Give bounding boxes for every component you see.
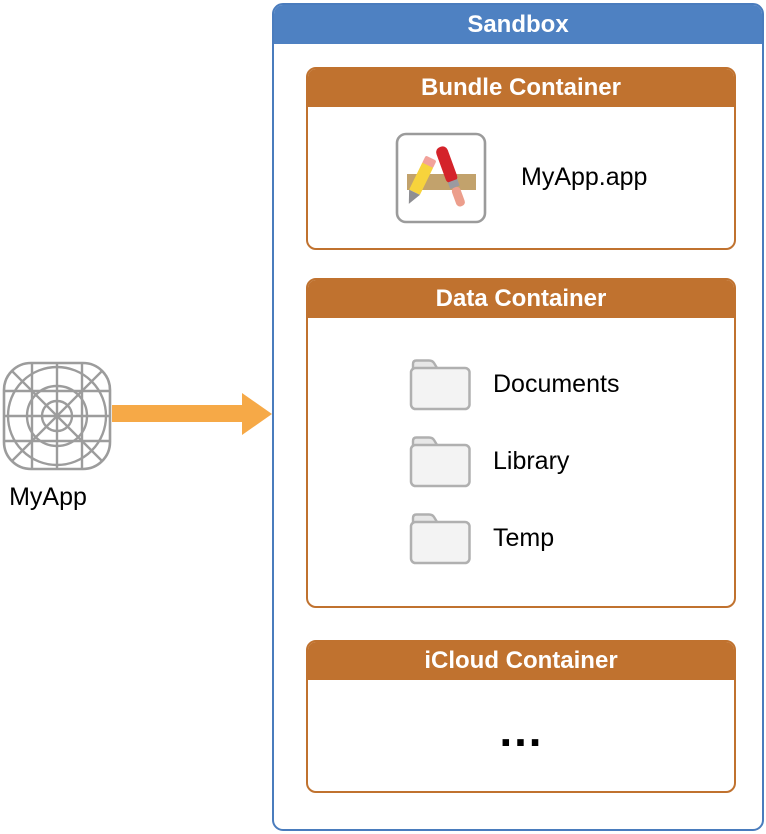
data-item-documents: Documents xyxy=(308,355,734,413)
bundle-item-label: MyApp.app xyxy=(521,163,648,191)
bundle-container-title: Bundle Container xyxy=(308,69,734,107)
folder-icon xyxy=(409,359,471,411)
data-container: Data Container Documents xyxy=(306,278,736,608)
data-item-temp: Temp xyxy=(308,509,734,567)
folder-icon xyxy=(409,513,471,565)
data-container-title: Data Container xyxy=(308,280,734,318)
bundle-container-body: MyApp.app xyxy=(308,107,734,248)
right-arrow-icon xyxy=(112,393,272,435)
sandbox-box: Sandbox Bundle Container xyxy=(272,3,764,831)
folder-label: Documents xyxy=(493,369,620,398)
data-container-body: Documents Library xyxy=(308,318,734,567)
sandbox-title: Sandbox xyxy=(274,5,762,44)
icloud-container-body: … xyxy=(308,680,734,791)
app-wireframe-icon xyxy=(2,361,112,471)
source-app-label: MyApp xyxy=(9,483,87,511)
ellipsis-placeholder: … xyxy=(497,703,545,756)
app-store-icon xyxy=(395,132,487,223)
folder-label: Temp xyxy=(493,523,555,552)
bundle-container: Bundle Container xyxy=(306,67,736,250)
icloud-container-title: iCloud Container xyxy=(308,642,734,680)
folder-icon xyxy=(409,436,471,488)
folder-label: Library xyxy=(493,446,570,475)
data-item-library: Library xyxy=(308,432,734,490)
sandbox-body: Bundle Container xyxy=(274,44,762,793)
icloud-container: iCloud Container … xyxy=(306,640,736,793)
